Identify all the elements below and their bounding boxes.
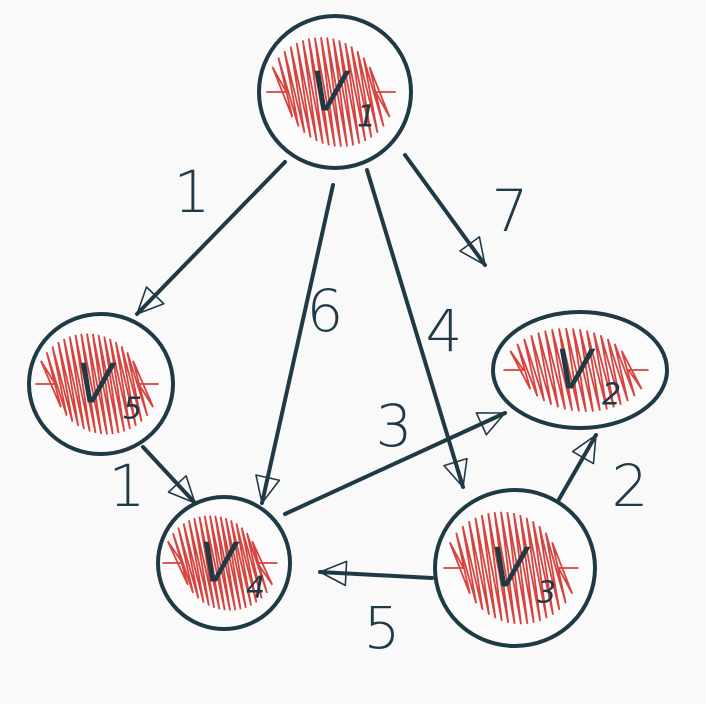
edge-weight-v4-v2: 3 bbox=[376, 392, 413, 460]
node-label-v1: V bbox=[311, 61, 352, 124]
edge-line bbox=[365, 168, 465, 489]
node-label-v5: V bbox=[77, 353, 118, 416]
edge-weight-v1-v5: 1 bbox=[174, 158, 211, 226]
edge-v1-v3 bbox=[365, 168, 468, 489]
arrowhead-icon bbox=[167, 474, 196, 504]
node-shading bbox=[443, 511, 579, 625]
arrowhead-icon bbox=[459, 236, 486, 266]
edge-weight-v1-v2: 7 bbox=[492, 177, 529, 245]
node-subscript-v1: 1 bbox=[357, 100, 376, 135]
node-shading bbox=[266, 37, 396, 147]
edges-layer bbox=[135, 153, 598, 587]
edge-weight-v3-v2: 2 bbox=[612, 452, 649, 520]
arrowhead-icon bbox=[319, 560, 348, 587]
edge-weight-v1-v3: 4 bbox=[426, 297, 463, 365]
arrowhead-icon bbox=[136, 286, 165, 315]
node-subscript-v3: 3 bbox=[537, 576, 556, 611]
edge-v1-v2 bbox=[403, 153, 487, 267]
arrowhead-icon bbox=[255, 474, 281, 504]
node-shading bbox=[503, 327, 649, 413]
arrowhead-icon bbox=[475, 412, 506, 436]
edge-v4-v2 bbox=[283, 411, 507, 516]
edge-weight-v3-v4: 5 bbox=[364, 594, 401, 662]
edge-line bbox=[135, 160, 287, 316]
edge-line bbox=[283, 411, 507, 516]
node-shading bbox=[35, 333, 159, 435]
node-label-v4: V bbox=[200, 532, 241, 595]
node-subscript-v4: 4 bbox=[246, 571, 265, 606]
arrowhead-icon bbox=[443, 457, 468, 488]
edge-v1-v4 bbox=[255, 183, 335, 505]
edge-line bbox=[260, 183, 335, 505]
node-shading bbox=[162, 515, 278, 611]
edge-v3-v4 bbox=[318, 560, 434, 587]
node-subscript-v2: 2 bbox=[602, 378, 621, 413]
edge-weight-v5-v4: 1 bbox=[109, 452, 146, 520]
edge-line bbox=[141, 445, 197, 505]
node-label-v2: V bbox=[556, 339, 597, 402]
node-subscript-v5: 5 bbox=[123, 392, 142, 427]
arrowhead-icon bbox=[571, 434, 597, 465]
node-label-v3: V bbox=[491, 537, 532, 600]
edge-weight-v1-v4: 6 bbox=[307, 277, 344, 345]
edge-line bbox=[403, 153, 487, 267]
edge-line bbox=[318, 570, 434, 580]
node-circle bbox=[257, 14, 413, 170]
edge-v5-v4 bbox=[141, 445, 197, 505]
edge-v1-v5 bbox=[135, 160, 287, 316]
